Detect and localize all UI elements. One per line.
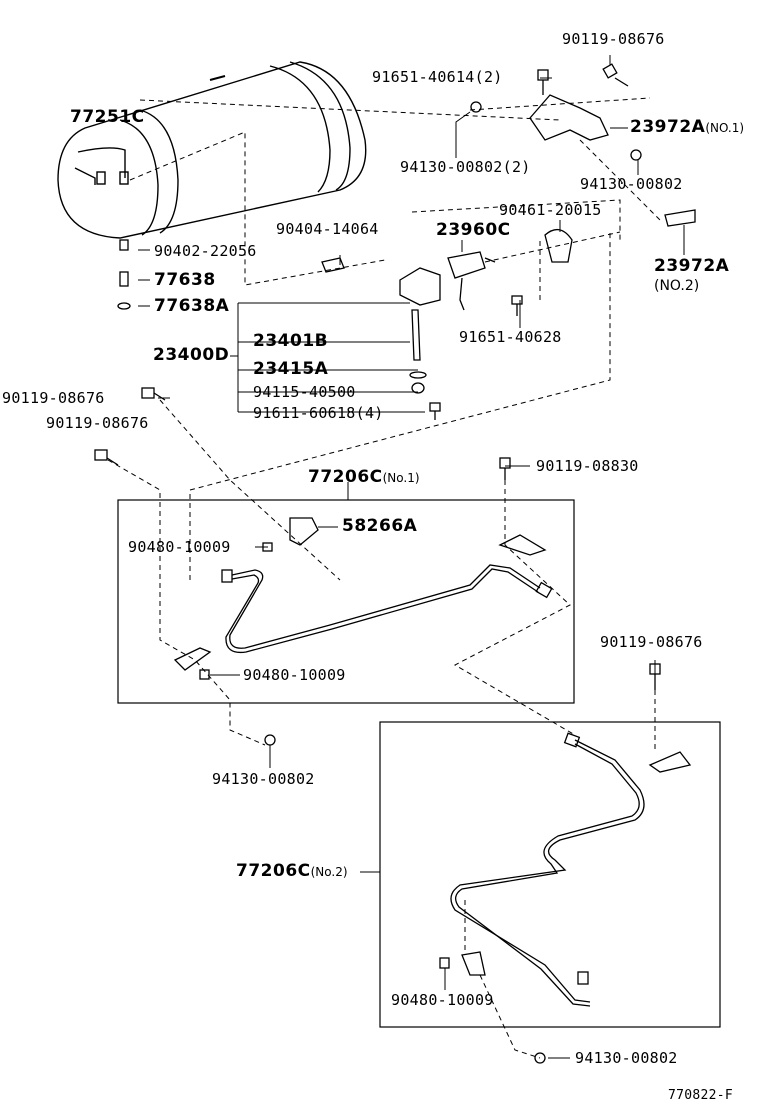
label-90480-10009-c: 90480-10009 xyxy=(391,991,494,1009)
label-91651-40628: 91651-40628 xyxy=(459,328,562,346)
label-90119-08676-left2: 90119-08676 xyxy=(46,414,149,432)
label-23960c: 23960C xyxy=(436,220,511,240)
diagram-reference-number: 770822-F xyxy=(668,1088,734,1103)
label-23972a-no2-sub: (NO.2) xyxy=(654,278,700,294)
label-94130-00802-bottom: 94130-00802 xyxy=(575,1049,678,1067)
canister-drawing xyxy=(57,61,367,239)
label-90119-08676-left1: 90119-08676 xyxy=(2,389,105,407)
label-77206c-no2-sub: (No.2) xyxy=(310,865,348,879)
assembly-box-no2 xyxy=(379,721,721,1028)
assembly-box-no1 xyxy=(117,499,575,704)
label-90402-22056: 90402-22056 xyxy=(154,242,257,260)
part-glyphs xyxy=(94,63,696,1064)
label-77206c-no1-code: 77206C xyxy=(308,467,383,487)
label-91611-60618: 91611-60618(4) xyxy=(253,404,384,422)
label-58266a: 58266A xyxy=(342,516,418,536)
label-23972a-no1-code: 23972A xyxy=(630,117,706,137)
label-23401b: 23401B xyxy=(253,331,329,351)
label-91651-40614: 91651-40614(2) xyxy=(372,68,503,86)
label-94130-00802-mid: 94130-00802 xyxy=(212,770,315,788)
label-23415a: 23415A xyxy=(253,359,329,379)
label-94130-00802-right: 94130-00802 xyxy=(580,175,683,193)
label-77206c-no2-code: 77206C xyxy=(236,861,311,881)
label-77206c-no1-sub: (No.1) xyxy=(382,471,420,485)
label-90404-14064: 90404-14064 xyxy=(276,220,379,238)
leader-lines xyxy=(138,55,685,1059)
label-23972a-no2-code: 23972A xyxy=(654,256,730,276)
pipe-no1 xyxy=(225,564,541,654)
pipe-no2 xyxy=(450,739,645,1007)
label-77638: 77638 xyxy=(154,270,216,290)
label-77206c-no2: 77206C(No.2) xyxy=(236,863,348,880)
label-90461-20015: 90461-20015 xyxy=(499,201,602,219)
label-23972a-no1: 23972A(NO.1) xyxy=(630,119,744,136)
label-77251c: 77251C xyxy=(70,107,145,127)
label-77206c-no1: 77206C(No.1) xyxy=(308,469,420,486)
label-90480-10009-a: 90480-10009 xyxy=(128,538,231,556)
leader-lines-dashed xyxy=(107,97,661,1059)
label-94130-00802-2: 94130-00802(2) xyxy=(400,158,531,176)
label-90119-08676-right: 90119-08676 xyxy=(600,633,703,651)
label-94115-40500: 94115-40500 xyxy=(253,383,356,401)
label-23400d: 23400D xyxy=(153,345,230,365)
label-90119-08676-top: 90119-08676 xyxy=(562,30,665,48)
label-90480-10009-b: 90480-10009 xyxy=(243,666,346,684)
label-90119-08830: 90119-08830 xyxy=(536,457,639,475)
label-23972a-no1-sub: (NO.1) xyxy=(705,121,745,135)
label-77638a: 77638A xyxy=(154,296,230,316)
